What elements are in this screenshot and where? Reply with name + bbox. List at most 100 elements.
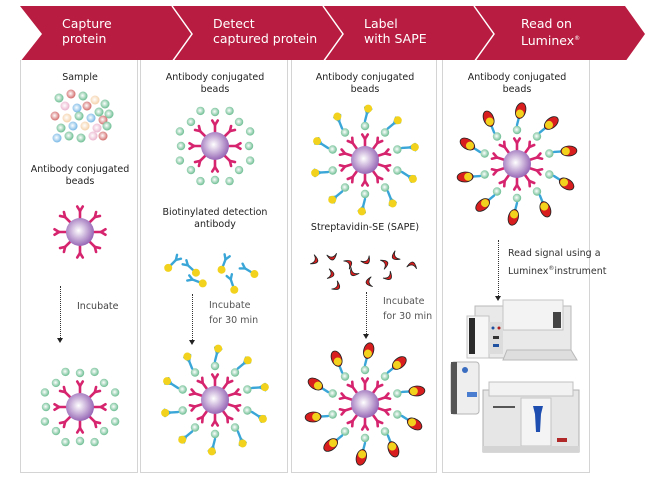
- capture-antibody-icon: [490, 167, 505, 176]
- capture-antibody-icon: [512, 137, 522, 152]
- step-title-line: Detect: [213, 16, 255, 31]
- biotin-icon: [258, 414, 267, 423]
- protein-icon: [98, 131, 108, 141]
- biotin-icon: [410, 143, 419, 152]
- capture-antibody-icon: [371, 380, 384, 394]
- sample-label: Sample: [62, 72, 98, 83]
- sape-icon: [380, 259, 389, 270]
- label-line: beads: [200, 84, 230, 95]
- protein-icon: [186, 165, 196, 175]
- capture-antibody-icon: [498, 140, 511, 154]
- protein-icon: [393, 389, 402, 398]
- capture-antibody-icon: [346, 136, 359, 150]
- protein-icon: [62, 113, 72, 123]
- protein-icon: [176, 141, 186, 151]
- capture-antibody-icon: [88, 240, 102, 254]
- capture-antibody-icon: [377, 163, 392, 172]
- biotin-icon: [178, 435, 187, 444]
- protein-icon: [380, 183, 390, 192]
- step-1-panel: Sample Antibody conjugated beads Incubat…: [20, 60, 138, 473]
- bead-with-detection-antibody: [161, 344, 269, 456]
- label-line: Biotinylated detection: [162, 207, 268, 218]
- step-3-panel: Antibody conjugated beads Streptavidin-S…: [291, 60, 437, 473]
- step-title-line: Read on: [521, 16, 572, 31]
- protein-icon: [50, 111, 60, 121]
- protein-icon: [90, 437, 99, 447]
- label-line: Antibody conjugated: [30, 164, 130, 175]
- capture-antibody-icon: [53, 402, 68, 412]
- protein-icon: [51, 426, 61, 436]
- incubate-arrow-icon: [189, 294, 195, 345]
- protein-icon: [328, 166, 337, 175]
- protein-icon: [360, 365, 370, 375]
- protein-icon: [545, 149, 554, 158]
- protein-icon: [61, 367, 70, 377]
- capture-antibody-icon: [58, 210, 72, 224]
- capture-antibody-icon: [338, 392, 353, 401]
- protein-icon: [64, 131, 74, 141]
- chevron-divider: [322, 5, 344, 60]
- capture-antibody-icon: [529, 152, 544, 161]
- protein-icon: [393, 410, 402, 419]
- protein-icon: [243, 385, 252, 394]
- beads-label: Antibody conjugated beads: [11, 164, 149, 188]
- protein-icon: [393, 145, 402, 154]
- capture-antibody-icon: [523, 140, 536, 154]
- biotin-icon: [260, 383, 269, 392]
- label-line: Incubate: [383, 296, 425, 307]
- capture-antibody-icon: [75, 244, 85, 259]
- capture-antibody-icon: [529, 167, 544, 176]
- protein-icon: [380, 427, 390, 436]
- step-title-line: protein: [62, 31, 107, 46]
- protein-icon: [196, 176, 205, 186]
- capture-antibody-icon: [88, 415, 102, 429]
- sape-bound-icon: [391, 356, 407, 370]
- capture-antibody-icon: [223, 124, 237, 138]
- protein-icon: [68, 121, 78, 131]
- sape-molecules: [310, 250, 417, 290]
- sape-bound-icon: [543, 116, 559, 130]
- sape-icon: [350, 267, 360, 277]
- detection-antibody-label: Biotinylated detection antibody: [141, 207, 289, 231]
- protein-icon: [100, 99, 110, 109]
- sape-icon: [360, 255, 370, 265]
- protein-icon: [230, 368, 240, 377]
- sape-icon: [391, 250, 401, 260]
- protein-icon: [360, 189, 370, 199]
- protein-icon: [532, 132, 542, 141]
- capture-antibody-icon: [360, 133, 370, 148]
- protein-icon: [72, 103, 82, 113]
- label-line: beads: [350, 84, 380, 95]
- protein-icon: [86, 113, 96, 123]
- sape-bound-icon: [507, 209, 519, 226]
- luminex-text: Luminex: [521, 33, 575, 49]
- protein-icon: [210, 361, 220, 371]
- protein-icon: [110, 388, 120, 397]
- capture-antibody-icon: [196, 410, 209, 424]
- step-title-line: with SAPE: [364, 31, 427, 46]
- protein-icon: [480, 149, 489, 158]
- beads-label: Antibody conjugated beads: [141, 72, 289, 96]
- biotin-icon: [250, 270, 259, 279]
- incubate-label: Incubate: [77, 301, 119, 312]
- protein-icon: [328, 145, 337, 154]
- sape-bound-icon: [330, 350, 343, 367]
- capture-antibody-icon: [371, 136, 384, 150]
- protein-icon: [102, 121, 112, 131]
- sape-bound-icon: [459, 137, 476, 151]
- protein-icon: [340, 128, 350, 137]
- bead-icon: [351, 390, 379, 418]
- capture-antibody-icon: [75, 205, 85, 220]
- protein-icon: [230, 423, 240, 432]
- protein-icon: [80, 121, 90, 131]
- capture-antibody-icon: [75, 419, 85, 434]
- capture-antibody-icon: [88, 210, 102, 224]
- protein-icon: [175, 127, 185, 136]
- sape-bound-icon: [515, 102, 527, 119]
- protein-icon: [492, 132, 502, 141]
- protein-icon: [61, 437, 70, 447]
- capture-antibody-icon: [346, 414, 359, 428]
- instrument-text: instrument: [554, 266, 607, 278]
- beads-label: Antibody conjugated beads: [292, 72, 438, 96]
- capture-antibody-icon: [193, 154, 207, 168]
